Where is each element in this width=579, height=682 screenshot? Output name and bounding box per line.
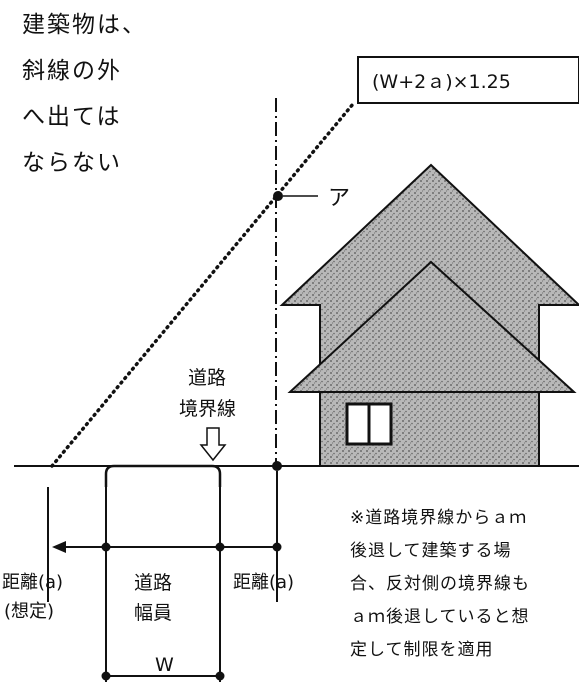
road-boundary-label: 道路: [188, 367, 226, 389]
note-line: 後退して建築する場: [350, 541, 512, 561]
dimension-point: [101, 671, 111, 681]
note-line: 合、反対側の境界線も: [350, 574, 530, 594]
note-line: ａｍ後退していると想: [350, 607, 530, 627]
road-boundary-label: 境界線: [179, 398, 236, 420]
distance-assumed-label: 距離(a): [2, 572, 63, 593]
point-a-label: ア: [328, 186, 350, 211]
house-icon: [279, 163, 579, 467]
point-a-marker: [273, 191, 283, 201]
slant-line: [50, 102, 355, 468]
dimension-point: [272, 542, 282, 552]
dimension-point: [215, 542, 225, 552]
dimension-point: [101, 542, 111, 552]
road-width-label: 幅員: [134, 602, 172, 624]
caption-line: へ出ては: [22, 104, 122, 130]
caption-line: ならない: [22, 150, 122, 176]
note-text: ※道路境界線からａｍ 後退して建築する場 合、反対側の境界線も ａｍ後退している…: [350, 502, 579, 667]
caption-line: 斜線の外: [22, 58, 122, 84]
arrow-left-icon: [52, 541, 66, 553]
road-width-label: 道路: [134, 572, 172, 594]
caption-line: 建築物は、: [22, 12, 147, 38]
width-symbol: W: [155, 654, 174, 676]
down-arrow-icon: [199, 427, 227, 462]
formula-box: [357, 56, 579, 104]
boundary-point-marker: [272, 461, 282, 471]
formula-text: (W+2ａ)×1.25: [372, 71, 511, 93]
caption-text: 建築物は、 斜線の外 へ出ては ならない: [22, 2, 147, 186]
distance-label: 距離(a): [233, 572, 294, 593]
note-line: 定して制限を適用: [350, 640, 494, 660]
dimension-point: [215, 671, 225, 681]
note-line: ※道路境界線からａｍ: [350, 508, 528, 528]
road-bracket: [104, 464, 222, 487]
distance-assumed-sublabel: (想定): [4, 601, 54, 622]
